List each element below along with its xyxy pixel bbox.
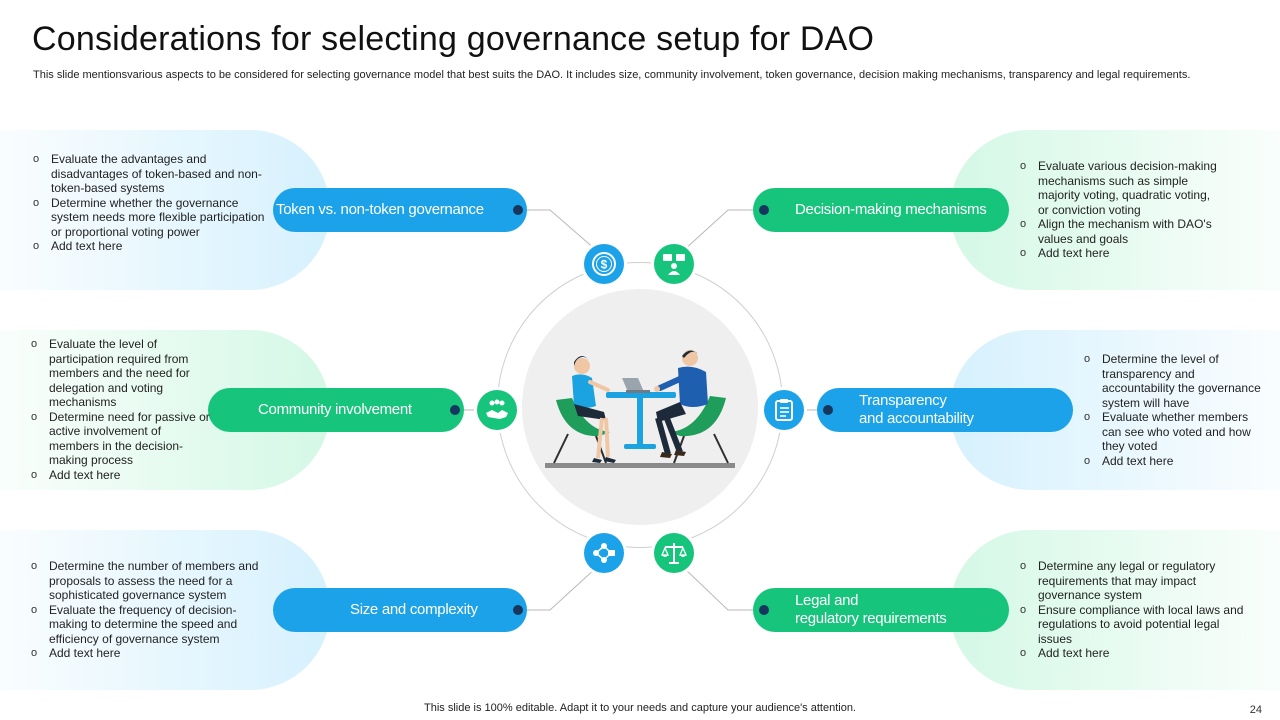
list-item: Determine whether the governance system … [33,196,273,240]
decision-dot [759,205,769,215]
list-item: Ensure compliance with local laws and re… [1020,603,1255,647]
list-item: Determine need for passive or active inv… [31,410,211,468]
list-item: Determine the level of transparency and … [1084,352,1264,410]
list-item: Add text here [1020,646,1255,661]
list-item: Add text here [31,468,211,483]
decision-making-pill: Decision-making mechanisms [753,188,1009,232]
decision-bullets: Evaluate various decision-making mechani… [1020,159,1220,261]
list-item: Determine the number of members and prop… [31,559,271,603]
community-dot [450,405,460,415]
list-item: Align the mechanism with DAO's values an… [1020,217,1220,246]
size-bullets: Determine the number of members and prop… [31,559,271,661]
list-item: Evaluate the frequency of decision-makin… [31,603,271,647]
list-item: Determine any legal or regulatory requir… [1020,559,1255,603]
token-bullets: Evaluate the advantages and disadvantage… [33,152,273,254]
scales-icon [654,533,694,573]
svg-text:$: $ [601,258,608,272]
page-number: 24 [1249,704,1262,716]
transparency-bullets: Determine the level of transparency and … [1084,352,1264,468]
slide-subtitle: This slide mentionsvarious aspects to be… [33,69,1191,81]
token-governance-label: Token vs. non-token governance [276,201,484,218]
community-involvement-pill: Community involvement [208,388,464,432]
legal-label-line2: regulatory requirements [795,610,947,627]
decision-making-label: Decision-making mechanisms [795,201,987,218]
legal-dot [759,605,769,615]
size-complexity-pill: Size and complexity [273,588,527,632]
network-icon [584,533,624,573]
slide-title: Considerations for selecting governance … [32,20,875,58]
list-item: Add text here [1020,246,1220,261]
token-governance-pill: Token vs. non-token governance [273,188,527,232]
footer-note: This slide is 100% editable. Adapt it to… [424,702,856,714]
community-involvement-label: Community involvement [258,401,412,418]
transparency-label-line1: Transparency [859,392,947,409]
size-dot [513,605,523,615]
list-item: Evaluate whether members can see who vot… [1084,410,1264,454]
transparency-dot [823,405,833,415]
meeting-icon [654,244,694,284]
legal-label-line1: Legal and [795,592,859,609]
token-dot [513,205,523,215]
dollar-coin-icon: $ [584,244,624,284]
list-item: Evaluate the advantages and disadvantage… [33,152,273,196]
size-complexity-label: Size and complexity [350,601,478,618]
clipboard-icon [764,390,804,430]
list-item: Evaluate the level of participation requ… [31,337,211,410]
list-item: Add text here [31,646,271,661]
list-item: Evaluate various decision-making mechani… [1020,159,1220,217]
legal-regulatory-pill: Legal and regulatory requirements [753,588,1009,632]
legal-bullets: Determine any legal or regulatory requir… [1020,559,1255,661]
list-item: Add text here [1084,454,1264,469]
transparency-label-line2: and accountability [859,410,974,427]
handshake-icon [477,390,517,430]
meeting-illustration [545,350,735,468]
list-item: Add text here [33,239,273,254]
transparency-pill: Transparency and accountability [817,388,1073,432]
community-bullets: Evaluate the level of participation requ… [31,337,211,482]
